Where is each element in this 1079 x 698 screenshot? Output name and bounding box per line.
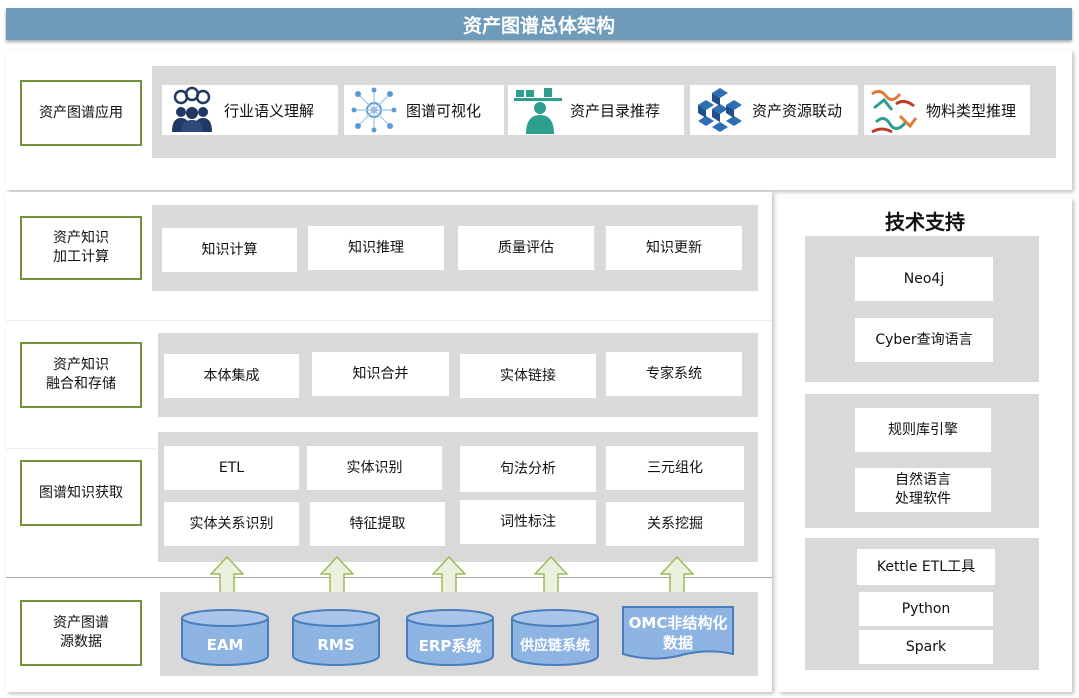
fusion-item: 专家系统 [606,352,742,396]
database-cylinder-icon [181,609,269,666]
compute-item: 知识计算 [162,228,297,272]
compute-item: 知识推理 [308,226,444,270]
document-label: OMC非结构化 数据 [628,614,728,652]
tech-item: Kettle ETL工具 [857,549,995,585]
app-item-material-inference: 物料类型推理 [864,85,1030,135]
app-item-resource-linkage: 资产资源联动 [690,85,858,135]
app-item-label: 物料类型推理 [926,101,1017,120]
tech-item: 自然语言 处理软件 [855,468,991,512]
tech-item: 规则库引擎 [855,408,991,452]
database-cylinder-icon [292,609,380,666]
fusion-item: 本体集成 [164,354,299,398]
acquire-layer-label: 图谱知识获取 [20,460,142,526]
app-item-label: 行业语义理解 [224,101,315,120]
fusion-layer-label: 资产知识 融合和存储 [20,342,142,408]
acquire-item: 词性标注 [460,500,596,544]
acquire-item: 句法分析 [460,446,596,492]
acquire-item: 实体关系识别 [164,502,299,546]
database-label: EAM [206,636,244,654]
acquire-item: 实体识别 [307,446,442,490]
tech-item: Neo4j [855,257,993,301]
compute-item: 知识更新 [606,226,742,270]
database-erp: ERP系统 [405,608,495,668]
app-item-label: 资产目录推荐 [570,101,661,120]
database-label: ERP系统 [418,636,482,655]
document-shape-icon [622,606,734,660]
compute-item: 质量评估 [458,226,594,270]
layer-divider [6,448,156,449]
database-rms: RMS [291,608,381,668]
source-layer-label: 资产图谱 源数据 [20,600,142,666]
acquire-item: ETL [164,446,299,490]
people-idea-icon [172,86,212,132]
layer-divider [6,577,772,578]
network-graph-icon [351,87,397,133]
database-label: 供应链系统 [520,638,590,654]
tech-item: Python [859,592,993,626]
cube-cluster-icon [698,88,742,132]
database-cylinder-icon [406,609,494,666]
tech-item: Cyber查询语言 [855,318,993,362]
acquire-item: 三元组化 [606,446,744,490]
layer-divider [6,320,772,321]
compute-layer-label: 资产知识 加工计算 [20,216,142,280]
presenter-icon [514,88,562,134]
fusion-item: 实体链接 [460,354,596,398]
pattern-icon [870,86,918,134]
application-layer-label: 资产图谱应用 [20,80,142,146]
database-cylinder-icon [511,609,599,666]
app-item-label: 资产资源联动 [752,101,843,120]
tech-support-title: 技术支持 [885,210,965,234]
fusion-item: 知识合并 [312,352,449,396]
database-label: RMS [317,636,355,654]
unstructured-data-omc: OMC非结构化 数据 [622,606,734,662]
app-item-graph-visualization: 图谱可视化 [344,85,504,135]
app-item-catalog-recommendation: 资产目录推荐 [508,85,684,135]
tech-item: Spark [859,630,993,664]
app-item-label: 图谱可视化 [406,101,482,120]
app-item-semantic-understanding: 行业语义理解 [162,85,338,135]
diagram-title: 资产图谱总体架构 [6,8,1072,40]
database-eam: EAM [180,608,270,668]
database-supply-chain: 供应链系统 [509,608,601,668]
acquire-item: 特征提取 [310,502,445,546]
acquire-item: 关系挖掘 [606,502,744,546]
